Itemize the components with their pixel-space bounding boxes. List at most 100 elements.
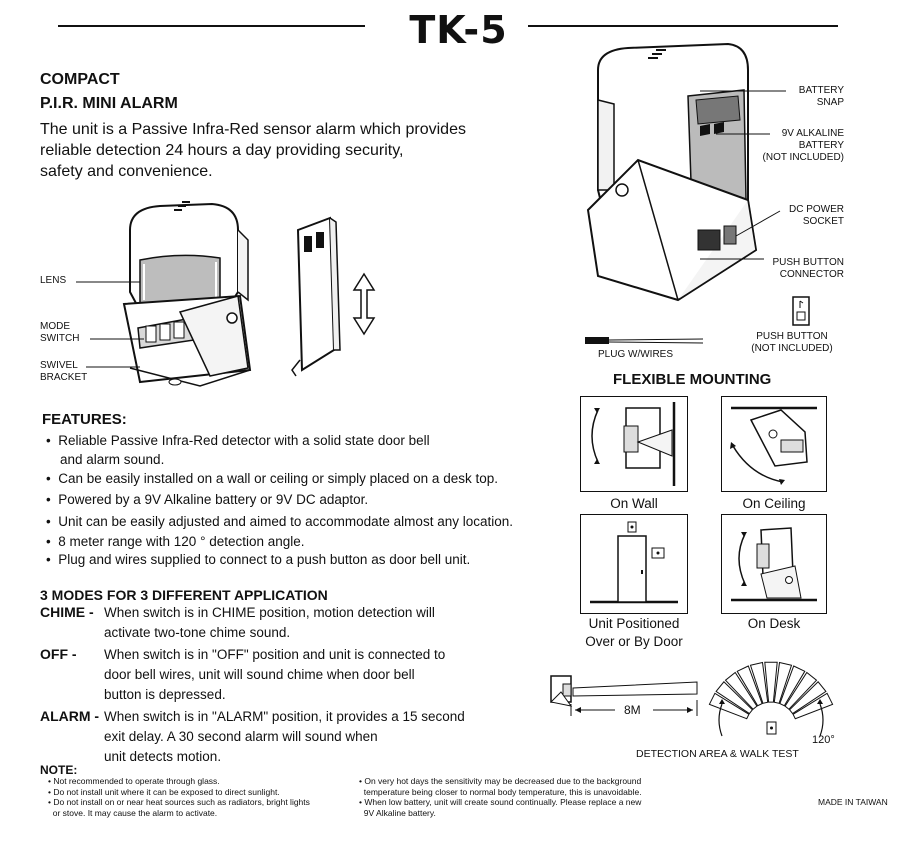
mode-alarm-name: ALARM - <box>40 708 100 724</box>
detection-zone <box>792 692 834 720</box>
push-button-icon <box>792 296 810 326</box>
page-title: TK-5 <box>409 8 508 52</box>
note-5-line2: 9V Alkaline battery. <box>363 807 436 818</box>
intro-line-2: reliable detection 24 hours a day provid… <box>40 142 404 159</box>
label-lens: LENS <box>40 275 67 286</box>
label-dc-line2: SOCKET <box>802 216 844 227</box>
detection-angle-label: 120° <box>812 734 835 746</box>
note-2: • Do not install unit where it can be ex… <box>48 786 280 797</box>
slide-arrow-icon <box>352 272 376 336</box>
detection-zone <box>724 671 758 710</box>
leader-dc <box>735 210 781 237</box>
feature-item-6: • Plug and wires supplied to connect to … <box>46 552 471 567</box>
label-mode-switch-line1: MODE <box>40 321 70 332</box>
label-battery-line3: (NOT INCLUDED) <box>762 152 844 163</box>
label-swivel-line1: SWIVEL <box>40 360 78 371</box>
label-push-line2: (NOT INCLUDED) <box>751 343 833 354</box>
mode-chime-line1: When switch is in CHIME position, motion… <box>104 605 435 620</box>
leader-mode-switch <box>90 338 144 340</box>
leader-swivel <box>86 366 140 368</box>
label-battery-line1: 9V ALKALINE <box>781 128 844 139</box>
title-wrap: TK-5 <box>0 8 917 52</box>
label-battery: 9V ALKALINE BATTERY (NOT INCLUDED) <box>730 128 844 164</box>
feature-item-2: • Can be easily installed on a wall or c… <box>46 471 498 486</box>
leader-battery-snap <box>700 90 786 92</box>
mode-alarm-desc: When switch is in "ALARM" position, it p… <box>104 707 524 767</box>
caption-door-line1: Unit Positioned <box>588 616 680 631</box>
feature-5-text: 8 meter range with 120 ° detection angle… <box>58 534 305 549</box>
label-mode-switch: MODE SWITCH <box>40 321 79 345</box>
sensor-illustration <box>122 201 252 387</box>
note-heading: NOTE: <box>40 763 78 777</box>
feature-3-text: Powered by a 9V Alkaline battery or 9V D… <box>58 492 369 507</box>
detection-caption: DETECTION AREA & WALK TEST <box>636 748 799 760</box>
note-1-text: Not recommended to operate through glass… <box>53 776 220 786</box>
feature-item-5: • 8 meter range with 120 ° detection ang… <box>46 534 305 549</box>
mode-chime-desc: When switch is in CHIME position, motion… <box>104 603 524 643</box>
note-3-line2: or stove. It may cause the alarm to acti… <box>52 807 218 818</box>
label-push-connector: PUSH BUTTON CONNECTOR <box>740 257 845 281</box>
caption-wall: On Wall <box>610 496 658 511</box>
heading-pir: P.I.R. MINI ALARM <box>40 95 178 112</box>
note-5-line1: When low battery, unit will create sound… <box>364 797 642 807</box>
label-push-button: PUSH BUTTON (NOT INCLUDED) <box>740 331 844 355</box>
mode-alarm-line2: exit delay. A 30 second alarm will sound… <box>104 729 378 744</box>
caption-door-line2: Over or By Door <box>585 634 683 649</box>
label-dc-socket: DC POWER SOCKET <box>750 204 844 228</box>
detection-zone <box>764 661 778 703</box>
label-mode-switch-line2: SWITCH <box>40 333 80 344</box>
detection-zone <box>773 661 793 704</box>
detection-zone <box>708 692 750 720</box>
mount-door-figure <box>580 514 688 614</box>
made-in-label: MADE IN TAIWAN <box>818 797 888 807</box>
label-battery-snap-line2: SNAP <box>816 97 844 108</box>
note-4-line2: temperature being closer to normal body … <box>363 786 642 797</box>
feature-2-text: Can be easily installed on a wall or cei… <box>58 471 498 486</box>
label-battery-snap-line1: BATTERY <box>798 85 844 96</box>
leader-connector <box>700 258 764 260</box>
features-heading: FEATURES: <box>42 411 127 428</box>
mode-chime-name: CHIME - <box>40 604 94 620</box>
feature-1-line2: and alarm sound. <box>60 452 165 467</box>
intro-line-3: safety and convenience. <box>40 163 213 180</box>
battery-cover-illustration <box>291 216 341 377</box>
feature-item-4: • Unit can be easily adjusted and aimed … <box>46 514 513 529</box>
feature-6-text: Plug and wires supplied to connect to a … <box>58 552 471 567</box>
detection-zone <box>779 665 806 707</box>
mount-desk-figure <box>721 514 827 614</box>
label-battery-line2: BATTERY <box>798 140 844 151</box>
detection-zone <box>715 681 754 715</box>
sensor-back-illustration <box>586 42 758 302</box>
label-plug: PLUG W/WIRES <box>598 349 674 360</box>
mode-alarm-line1: When switch is in "ALARM" position, it p… <box>104 709 465 724</box>
note-2-text: Do not install unit where it can be expo… <box>53 786 280 797</box>
detection-zone <box>736 665 763 707</box>
mode-off-line2: door bell wires, unit will sound chime w… <box>104 667 415 682</box>
label-swivel-bracket: SWIVEL BRACKET <box>40 360 87 384</box>
feature-item-3: • Powered by a 9V Alkaline battery or 9V… <box>46 492 369 507</box>
note-5: • When low battery, unit will create sou… <box>359 797 642 818</box>
caption-door: Unit Positioned Over or By Door <box>570 615 698 651</box>
note-4-line1: On very hot days the sensitivity may be … <box>364 776 642 786</box>
caption-ceiling: On Ceiling <box>742 496 806 511</box>
detection-range-label: 8M <box>624 703 641 717</box>
mode-off-desc: When switch is in "OFF" position and uni… <box>104 645 524 705</box>
detection-zone <box>788 681 827 715</box>
mode-off-line3: button is depressed. <box>104 687 226 702</box>
title-rule-left <box>58 25 365 27</box>
mounting-heading: FLEXIBLE MOUNTING <box>613 371 772 388</box>
plug-wire-icon <box>585 337 704 344</box>
leader-battery <box>716 133 770 135</box>
detection-zone <box>784 671 818 710</box>
note-4: • On very hot days the sensitivity may b… <box>359 776 642 797</box>
mode-chime-line2: activate two-tone chime sound. <box>104 625 291 640</box>
note-3-line1: Do not install on or near heat sources s… <box>53 797 310 807</box>
leader-lens <box>76 281 140 283</box>
title-rule-right <box>528 25 838 27</box>
heading-compact: COMPACT <box>40 71 120 88</box>
features-list: • Reliable Passive Infra-Red detector wi… <box>46 431 566 569</box>
mode-alarm-line3: unit detects motion. <box>104 749 222 764</box>
label-dc-line1: DC POWER <box>789 204 844 215</box>
intro-text: The unit is a Passive Infra-Red sensor a… <box>40 119 540 182</box>
label-battery-snap: BATTERY SNAP <box>750 85 844 109</box>
